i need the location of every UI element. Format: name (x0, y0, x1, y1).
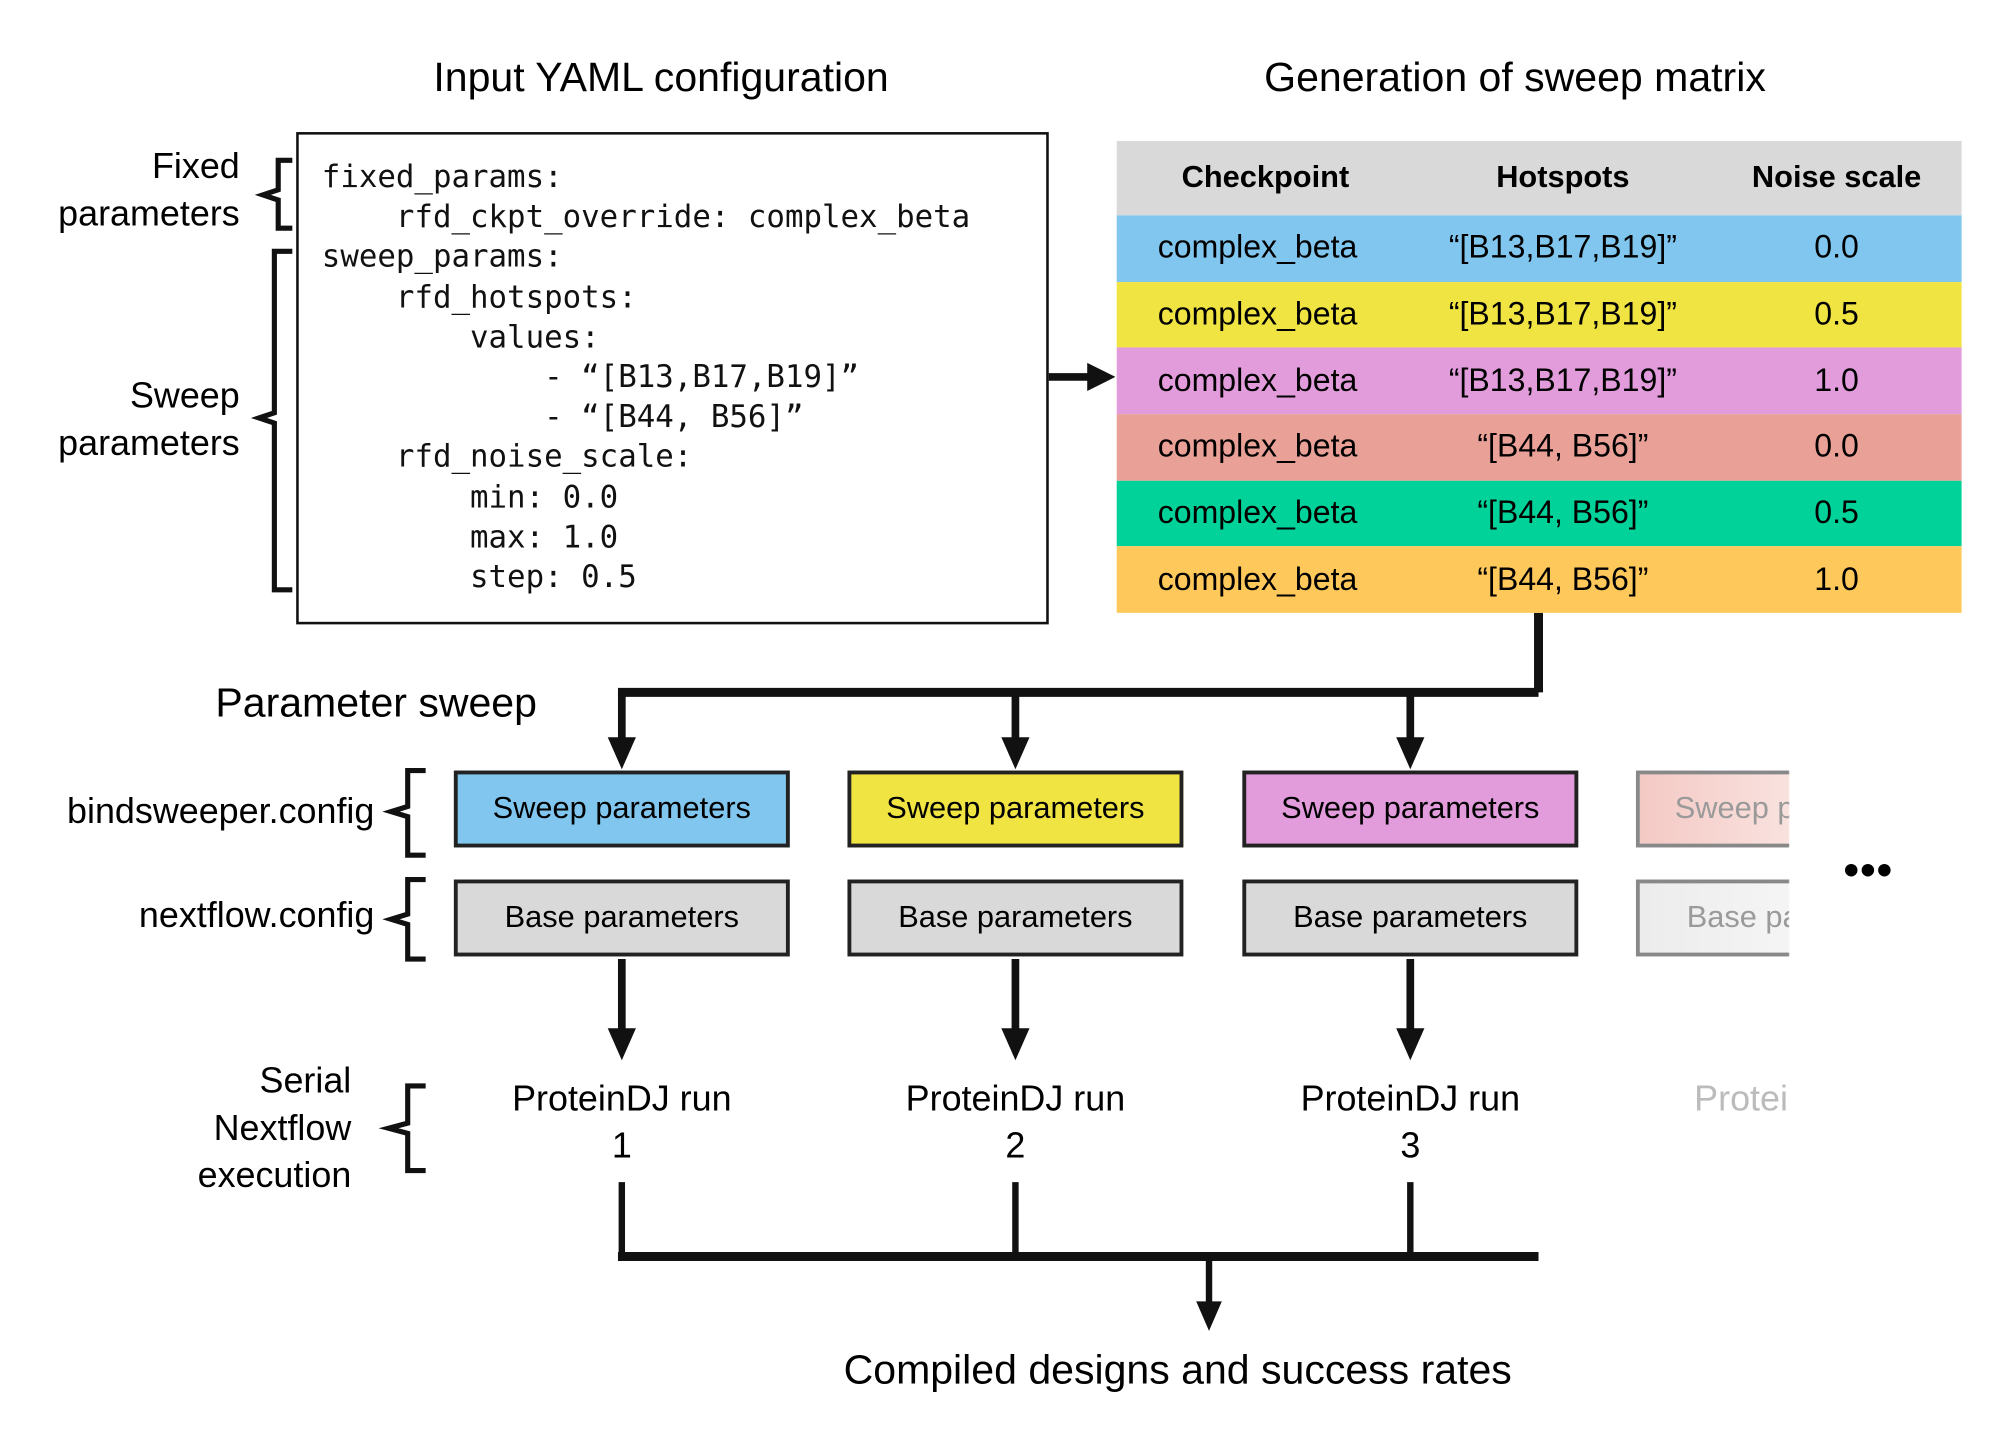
table-row: complex_beta “[B44, B56]” 1.0 (1116, 546, 1962, 614)
yaml-line: rfd_hotspots: (321, 278, 637, 315)
cell-hotspots: “[B44, B56]” (1477, 428, 1649, 465)
header-hotspots: Hotspots (1496, 160, 1630, 195)
yaml-line: min: 0.0 (321, 478, 619, 515)
fade-overlay (1788, 666, 2000, 1308)
sweep-brace (250, 248, 293, 593)
sweep-matrix-table: Checkpoint Hotspots Noise scale complex_… (1116, 141, 1962, 614)
run-exec-arrowhead (1396, 1028, 1425, 1061)
protein-dj-run-label: ProteinDJ run 2 (862, 1074, 1170, 1169)
cell-noise-scale: 0.5 (1814, 296, 1859, 333)
cell-checkpoint: complex_beta (1157, 495, 1358, 531)
header-noise-scale: Noise scale (1751, 160, 1922, 195)
cell-noise-scale: 0.0 (1814, 229, 1859, 266)
protein-dj-run-label: ProteinDJ run 3 (1256, 1074, 1564, 1169)
table-row: complex_beta “[B44, B56]” 0.0 (1116, 414, 1962, 481)
protein-dj-run-label: ProteinDJ run 1 (468, 1074, 776, 1169)
matrix-section-title: Generation of sweep matrix (1264, 53, 1766, 101)
base-parameters-box: Base parameters (453, 879, 790, 957)
fixed-brace (254, 157, 293, 231)
run-label-text: ProteinDJ run (905, 1078, 1126, 1118)
cell-hotspots: “[B13,B17,B19]” (1448, 296, 1677, 333)
yaml-line: - “[B13,B17,B19]” (321, 358, 860, 395)
cell-hotspots: “[B44, B56]” (1477, 561, 1649, 598)
table-row: complex_beta “[B13,B17,B19]” 1.0 (1116, 347, 1962, 415)
sweep-parameters-box: Sweep parameters (453, 770, 790, 848)
serial-execution-label: Serial Nextflow execution (198, 1056, 352, 1198)
header-checkpoint: Checkpoint (1181, 160, 1350, 195)
bindsweeper-brace (382, 767, 426, 858)
output-arrowhead (1196, 1301, 1222, 1331)
nextflow-config-label: nextflow.config (138, 894, 375, 935)
label-line: Sweep (129, 375, 240, 416)
output-title: Compiled designs and success rates (843, 1346, 1512, 1393)
yaml-line: rfd_noise_scale: (321, 438, 693, 475)
run-number: 3 (1400, 1125, 1421, 1166)
base-parameters-box: Base parameters (847, 879, 1184, 957)
label-line: Nextflow (213, 1107, 352, 1148)
yaml-line: fixed_params: (321, 158, 563, 195)
cell-hotspots: “[B13,B17,B19]” (1448, 362, 1677, 399)
table-row: complex_beta “[B13,B17,B19]” 0.5 (1116, 281, 1962, 348)
cell-checkpoint: complex_beta (1157, 561, 1358, 598)
cell-hotspots: “[B44, B56]” (1477, 495, 1649, 531)
run-label-text: ProteinDJ run (1300, 1078, 1521, 1118)
more-runs-ellipsis: ••• (1843, 846, 1894, 895)
label-line: Fixed (151, 146, 240, 186)
cell-noise-scale: 0.5 (1814, 495, 1859, 531)
table-header-row: Checkpoint Hotspots Noise scale (1116, 141, 1962, 216)
yaml-section-title: Input YAML configuration (433, 53, 889, 101)
label-line: parameters (58, 423, 240, 463)
cell-checkpoint: complex_beta (1157, 229, 1358, 266)
serial-brace (378, 1083, 426, 1174)
cell-checkpoint: complex_beta (1157, 296, 1358, 333)
label-line: execution (197, 1155, 352, 1195)
cell-checkpoint: complex_beta (1157, 362, 1358, 399)
cell-noise-scale: 1.0 (1814, 362, 1859, 399)
yaml-config-box: fixed_params: rfd_ckpt_override: complex… (296, 132, 1049, 625)
label-line: Serial (259, 1060, 352, 1101)
run-exec-arrowhead (1001, 1028, 1030, 1061)
sweep-params-label: Sweep parameters (58, 372, 240, 467)
cell-noise-scale: 1.0 (1814, 561, 1859, 598)
yaml-line: - “[B44, B56]” (321, 398, 804, 435)
table-row: complex_beta “[B13,B17,B19]” 0.0 (1116, 215, 1962, 282)
cell-checkpoint: complex_beta (1157, 428, 1358, 465)
label-line: parameters (58, 193, 240, 234)
run-input-arrowhead (607, 737, 636, 770)
run-number: 2 (1005, 1125, 1026, 1166)
yaml-line: max: 1.0 (321, 518, 619, 555)
cell-noise-scale: 0.0 (1814, 428, 1859, 465)
base-parameters-box: Base parameters (1242, 879, 1579, 957)
arrowhead (1087, 362, 1116, 392)
run-label-text: ProteinDJ run (512, 1078, 732, 1118)
run-exec-arrowhead (607, 1028, 636, 1061)
run-input-arrowhead (1396, 737, 1425, 770)
bindsweeper-config-label: bindsweeper.config (67, 791, 375, 831)
nextflow-brace (382, 876, 426, 962)
yaml-line: rfd_ckpt_override: complex_beta (321, 198, 971, 235)
sweep-parameters-box: Sweep parameters (847, 770, 1184, 848)
run-input-arrowhead (1001, 737, 1030, 770)
yaml-line: sweep_params: (321, 238, 563, 275)
fixed-params-label: Fixed parameters (58, 142, 240, 237)
sweep-section-title: Parameter sweep (215, 679, 537, 726)
cell-hotspots: “[B13,B17,B19]” (1448, 229, 1677, 266)
run-number: 1 (611, 1125, 632, 1166)
yaml-line: values: (321, 318, 600, 355)
table-row: complex_beta “[B44, B56]” 0.5 (1116, 480, 1962, 547)
yaml-line: step: 0.5 (321, 558, 637, 595)
sweep-parameters-box: Sweep parameters (1242, 770, 1579, 848)
